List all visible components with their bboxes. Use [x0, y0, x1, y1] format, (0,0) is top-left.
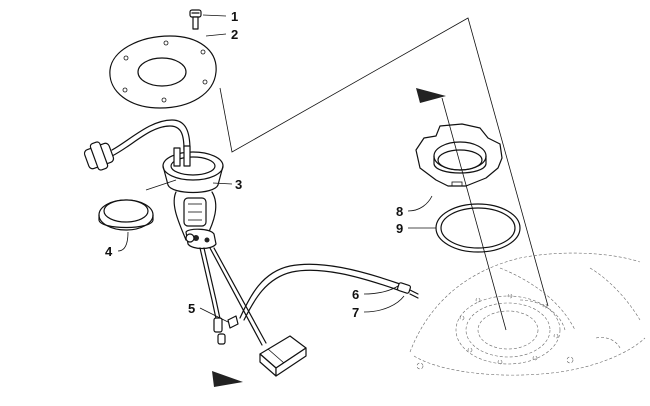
callout-7: 7	[352, 305, 359, 320]
leader-4	[117, 231, 129, 252]
part-6-wire-harness	[239, 263, 401, 321]
leader-8	[407, 195, 433, 212]
callout-4: 4	[105, 244, 113, 259]
callout-5: 5	[188, 301, 195, 316]
assembly-frame-lines	[219, 17, 549, 307]
callout-3: 3	[235, 177, 242, 192]
fuel-tank-phantom	[409, 252, 646, 376]
part-7-terminal	[396, 282, 419, 299]
leader-2	[205, 33, 227, 37]
leader-3	[212, 182, 233, 185]
leader-6	[363, 285, 399, 295]
direction-arrow-bottom	[212, 371, 243, 387]
leader-1	[202, 14, 227, 17]
assembly-axis	[441, 97, 507, 331]
part-8-lock-ring	[415, 123, 503, 187]
callout-2: 2	[231, 27, 238, 42]
part-4-seal-ring	[98, 199, 154, 231]
leader-5	[199, 307, 229, 323]
callout-1: 1	[231, 9, 238, 24]
callout-6: 6	[352, 287, 359, 302]
tank-bolt-holes	[459, 293, 559, 365]
callout-8: 8	[396, 204, 403, 219]
callout-9: 9	[396, 221, 403, 236]
part-2-mounting-plate	[109, 35, 217, 109]
electrical-connector	[83, 141, 115, 171]
part-1-bolt	[189, 9, 202, 30]
assembly-axis-left	[145, 179, 177, 191]
fuel-level-float	[259, 335, 307, 377]
part-3-fuel-pump-assembly	[83, 119, 307, 377]
leader-7	[363, 295, 405, 313]
direction-arrow-top	[416, 88, 446, 103]
